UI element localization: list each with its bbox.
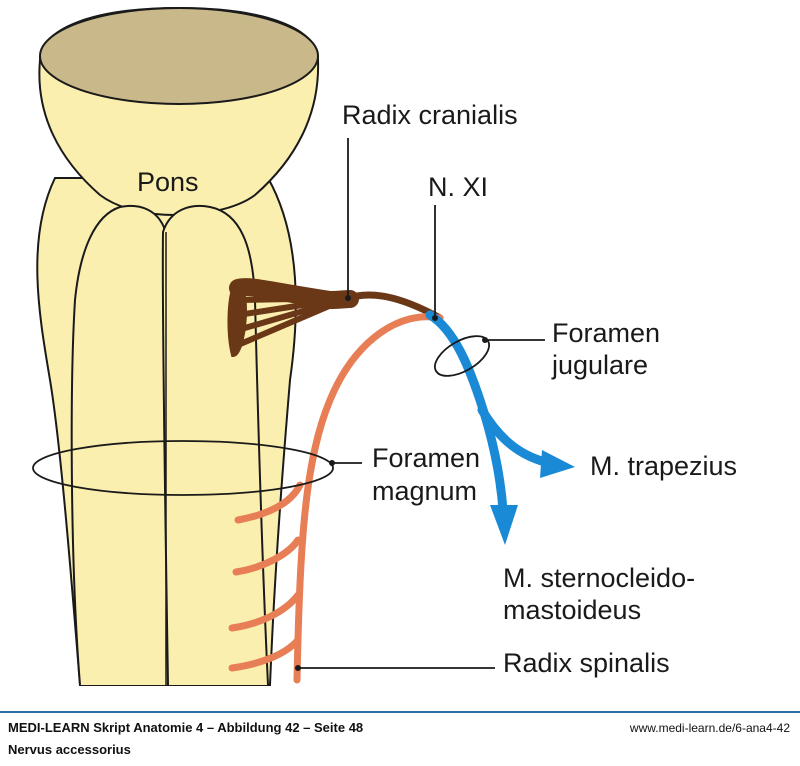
nervus-accessorius-diagram: Pons Radix cranialis N. XI Foramen jugul… (32, 6, 737, 686)
label-foramen-jugulare-2: jugulare (551, 350, 648, 380)
label-n-xi: N. XI (428, 172, 488, 202)
label-foramen-magnum-1: Foramen (372, 443, 480, 473)
pons-cut-surface (39, 7, 319, 105)
footer-caption: Nervus accessorius (8, 742, 131, 757)
radix-spinalis-nerve (228, 313, 444, 684)
label-m-sternocleidomastoideus-1: M. sternocleido- (503, 563, 695, 593)
leader-lines (298, 138, 545, 669)
label-radix-cranialis: Radix cranialis (342, 100, 518, 130)
label-m-sternocleidomastoideus-2: mastoideus (503, 595, 641, 625)
arrow-sternocleidomastoideus (490, 505, 518, 545)
label-foramen-jugulare-1: Foramen (552, 318, 660, 348)
label-radix-spinalis: Radix spinalis (503, 648, 670, 678)
arrow-trapezius (540, 450, 575, 478)
footer-source: MEDI-LEARN Skript Anatomie 4 – Abbildung… (8, 720, 364, 735)
n-xi-nerve (425, 310, 550, 515)
brainstem (36, 6, 320, 686)
radix-cranialis-nerve (227, 278, 444, 358)
olive-right (161, 205, 269, 686)
leader-dots (295, 295, 488, 671)
footer-rule (0, 711, 800, 713)
label-foramen-magnum-2: magnum (372, 476, 477, 506)
footer-url[interactable]: www.medi-learn.de/6-ana4-42 (629, 721, 790, 735)
label-m-trapezius: M. trapezius (590, 451, 737, 481)
foramen-magnum-ring (32, 440, 334, 496)
label-pons: Pons (137, 167, 199, 197)
olive-left (70, 205, 170, 686)
foramen-jugulare-ring (434, 335, 490, 377)
